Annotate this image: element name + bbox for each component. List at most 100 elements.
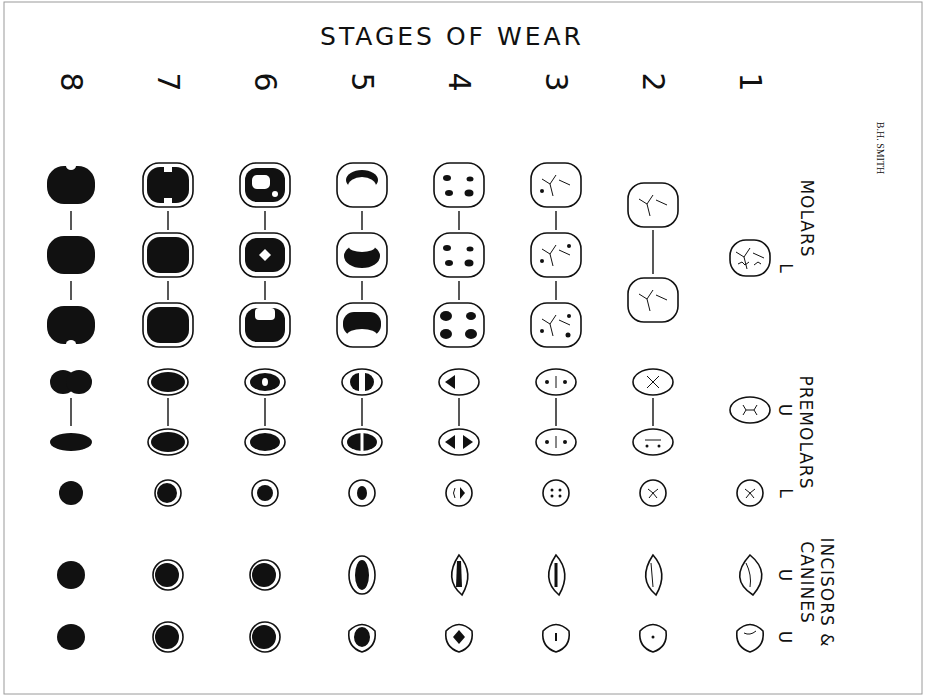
premolar-outline	[633, 429, 673, 455]
worn-premolar	[50, 433, 92, 451]
pair-dash	[264, 281, 265, 300]
dentine-patch	[443, 245, 451, 251]
premolar-outline	[543, 480, 569, 506]
incisor-outline	[543, 625, 569, 653]
dentine-patch	[445, 375, 455, 389]
dentine-line	[555, 633, 557, 641]
dentine-patch	[147, 167, 189, 203]
dentine-dot	[559, 495, 562, 498]
stage-number: 6	[250, 72, 280, 91]
premolar-outline	[439, 429, 479, 455]
dentine-patch	[245, 238, 285, 272]
dentine-dot	[646, 445, 649, 448]
premolar-outline	[536, 369, 576, 395]
jaw-label: U	[776, 403, 793, 416]
incisor-outline	[740, 555, 762, 595]
dentine-patch	[151, 372, 185, 392]
dentine-dot	[540, 259, 544, 263]
dentine-dot	[563, 440, 567, 444]
enamel-ridge	[361, 433, 364, 451]
pair-dash	[361, 281, 362, 300]
pair-dash	[555, 398, 556, 426]
stage-number: 7	[153, 72, 183, 91]
dentine-patch	[445, 435, 455, 449]
premolar-outline	[446, 480, 472, 506]
enamel-island	[252, 175, 270, 189]
dentine-patch	[440, 311, 452, 321]
tooth-class-label: PREMOLARS	[797, 375, 814, 489]
dentine-patch	[465, 260, 474, 267]
pair-dash	[361, 211, 362, 230]
premolar-outline	[349, 480, 375, 506]
dentine-patch	[147, 307, 189, 343]
dentine-patch	[465, 329, 477, 339]
dentine-patch	[465, 190, 474, 197]
premolar-outline	[342, 429, 382, 455]
cusp-line	[746, 563, 751, 587]
enamel-island	[255, 308, 275, 320]
dentine-patch	[355, 560, 369, 590]
tooth-class-label: CANINES	[797, 541, 814, 623]
premolar-outline	[640, 480, 666, 506]
molar-outline	[337, 233, 387, 277]
molar-outline	[240, 163, 290, 207]
dentine-dot	[658, 445, 661, 448]
dentine-patch	[252, 625, 276, 649]
cusp-line	[744, 631, 756, 634]
premolar-outline	[730, 397, 770, 423]
cusp-line	[651, 563, 653, 587]
worn-incisor	[57, 624, 85, 650]
premolar-outline	[342, 369, 382, 395]
teeth-group	[47, 162, 770, 652]
molar-outline	[730, 240, 770, 276]
dentine-patch	[456, 561, 462, 587]
dentine-patch	[466, 312, 476, 320]
dentine-patch	[350, 373, 359, 391]
pair-dash	[167, 398, 168, 426]
cusp-line	[743, 405, 757, 415]
worn-premolar	[66, 370, 92, 394]
molar-outline	[434, 163, 484, 207]
incisor-outline	[646, 555, 662, 595]
frame-border	[4, 2, 922, 694]
molar-notch	[66, 162, 76, 170]
dentine-patch	[460, 487, 465, 499]
pair-dash	[458, 211, 459, 230]
pair-dash	[264, 398, 265, 426]
pair-dash	[70, 398, 71, 426]
molar-notch	[66, 340, 76, 348]
tooth-class-label: MOLARS	[798, 179, 815, 257]
worn-incisor	[57, 561, 85, 589]
premolar-outline	[633, 369, 673, 395]
stage-number: 8	[56, 72, 86, 91]
enamel-island	[272, 191, 278, 197]
figure-title: STAGES OF WEAR	[320, 24, 584, 49]
dentine-patch	[445, 260, 453, 266]
molar-outline	[240, 233, 290, 277]
pair-dash	[555, 211, 556, 230]
jaw-label: L	[776, 488, 793, 498]
pair-dash	[70, 281, 71, 300]
dentine-patch	[250, 373, 280, 391]
worn-molar	[47, 306, 95, 344]
incisor-outline	[153, 622, 183, 652]
molar-outline	[143, 233, 193, 277]
pair-dash	[361, 398, 362, 426]
enamel-island	[349, 242, 375, 252]
dentine-patch	[151, 432, 185, 452]
pair-dash	[458, 398, 459, 426]
premolar-outline	[737, 480, 763, 506]
enamel-island	[348, 177, 376, 195]
dentine-patch	[155, 563, 179, 587]
molar-outline	[628, 183, 678, 227]
dentine-dot	[551, 495, 554, 498]
molar-outline	[628, 278, 678, 322]
dentine-dot	[545, 380, 549, 384]
author-credit: B.H. SMITH	[875, 122, 885, 175]
enamel-island	[347, 329, 377, 341]
enamel-notch	[164, 167, 172, 172]
incisor-outline	[250, 560, 280, 590]
dentine-patch	[245, 308, 285, 342]
dentine-patch	[467, 247, 474, 252]
